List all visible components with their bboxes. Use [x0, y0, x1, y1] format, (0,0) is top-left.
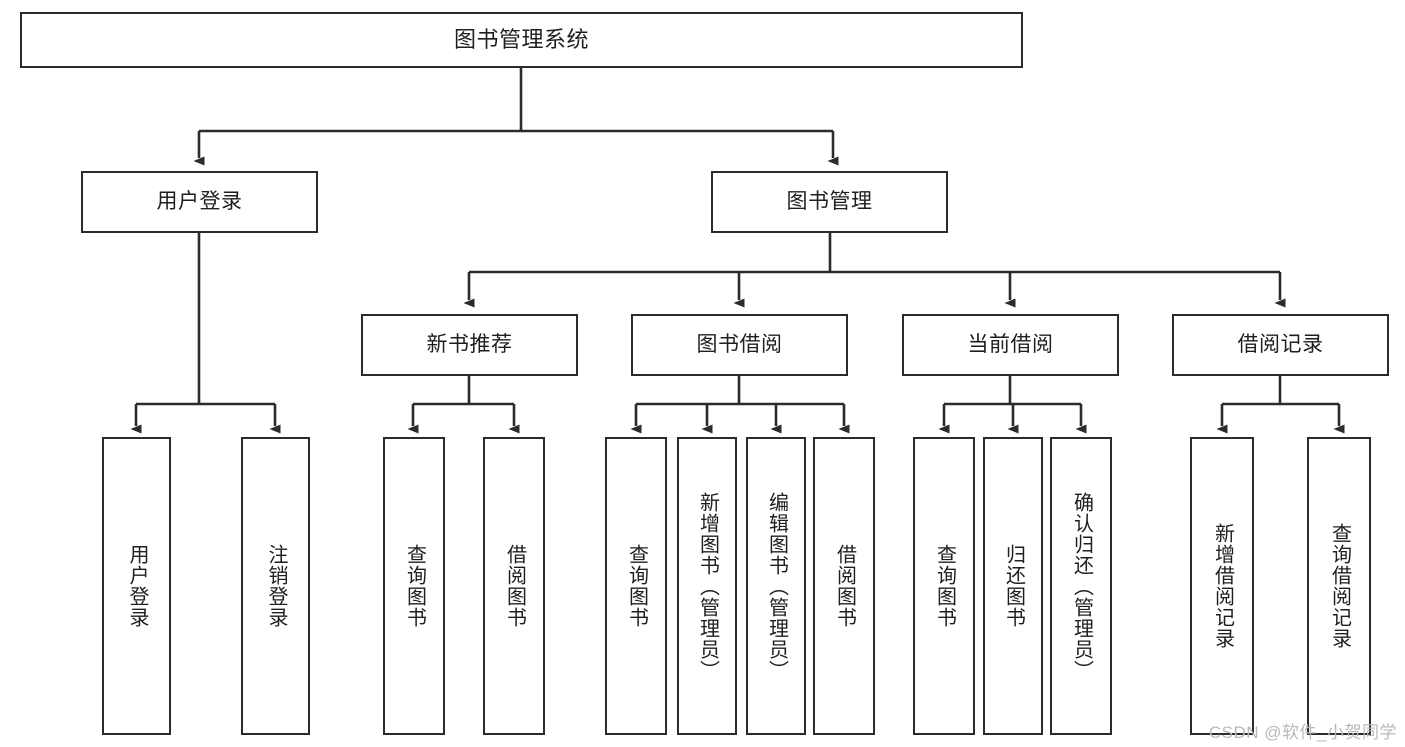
node-current-borrow[interactable]: 当前借阅 [902, 314, 1119, 376]
node-leaf-user-logout-label: 注销登录 [265, 544, 287, 628]
node-book-manage-label: 图书管理 [786, 189, 873, 213]
node-leaf-confirm-return[interactable]: 确认归还（管理员） [1050, 437, 1112, 735]
node-leaf-user-login-label: 用户登录 [126, 544, 148, 628]
node-leaf-borrow-book-2[interactable]: 借阅图书 [813, 437, 875, 735]
node-root[interactable]: 图书管理系统 [20, 12, 1023, 68]
node-leaf-add-book[interactable]: 新增图书（管理员） [677, 437, 737, 735]
node-leaf-add-book-label: 新增图书（管理员） [696, 491, 719, 681]
node-user-login-label: 用户登录 [156, 189, 243, 213]
node-book-borrow-label: 图书借阅 [696, 332, 783, 356]
node-leaf-edit-book-label: 编辑图书（管理员） [765, 491, 788, 681]
node-leaf-user-logout[interactable]: 注销登录 [241, 437, 310, 735]
node-leaf-query-book-2-label: 查询图书 [625, 544, 648, 628]
node-leaf-return-book-label: 归还图书 [1002, 544, 1025, 628]
node-leaf-return-book[interactable]: 归还图书 [983, 437, 1043, 735]
node-leaf-query-record[interactable]: 查询借阅记录 [1307, 437, 1371, 735]
node-new-book-rec-label: 新书推荐 [426, 332, 513, 356]
node-current-borrow-label: 当前借阅 [967, 332, 1054, 356]
node-leaf-user-login[interactable]: 用户登录 [102, 437, 171, 735]
watermark-text: CSDN @软件_小贺同学 [1208, 723, 1397, 742]
node-leaf-query-book-3-label: 查询图书 [933, 544, 956, 628]
node-leaf-query-book-1[interactable]: 查询图书 [383, 437, 445, 735]
node-root-label: 图书管理系统 [453, 27, 589, 53]
node-borrow-record-label: 借阅记录 [1237, 332, 1324, 356]
node-book-manage[interactable]: 图书管理 [711, 171, 948, 233]
node-leaf-add-record-label: 新增借阅记录 [1211, 523, 1234, 649]
node-user-login[interactable]: 用户登录 [81, 171, 318, 233]
node-leaf-query-book-1-label: 查询图书 [403, 544, 426, 628]
node-leaf-borrow-book-2-label: 借阅图书 [833, 544, 856, 628]
node-leaf-query-record-label: 查询借阅记录 [1328, 523, 1351, 649]
node-leaf-add-record[interactable]: 新增借阅记录 [1190, 437, 1254, 735]
node-leaf-query-book-2[interactable]: 查询图书 [605, 437, 667, 735]
node-new-book-rec[interactable]: 新书推荐 [361, 314, 578, 376]
node-leaf-edit-book[interactable]: 编辑图书（管理员） [746, 437, 806, 735]
node-borrow-record[interactable]: 借阅记录 [1172, 314, 1389, 376]
node-leaf-borrow-book-1[interactable]: 借阅图书 [483, 437, 545, 735]
node-book-borrow[interactable]: 图书借阅 [631, 314, 848, 376]
node-leaf-borrow-book-1-label: 借阅图书 [503, 544, 526, 628]
node-leaf-confirm-return-label: 确认归还（管理员） [1070, 491, 1093, 681]
node-leaf-query-book-3[interactable]: 查询图书 [913, 437, 975, 735]
